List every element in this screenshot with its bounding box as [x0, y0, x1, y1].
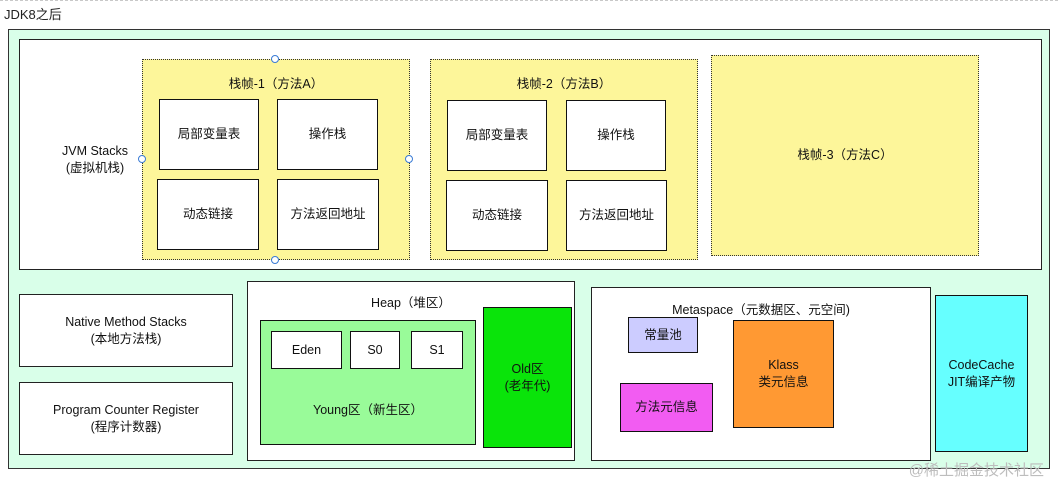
method-metadata: 方法元信息: [620, 383, 713, 432]
constant-pool: 常量池: [628, 317, 698, 353]
survivor-s1: S1: [411, 331, 463, 369]
eden-space: Eden: [271, 331, 342, 369]
selection-handle-top[interactable]: [271, 55, 279, 63]
frame2-local-vars: 局部变量表: [447, 100, 547, 171]
frame1-return-address: 方法返回地址: [277, 179, 379, 250]
old-generation: Old区 (老年代): [483, 307, 572, 448]
codecache: CodeCache JIT编译产物: [935, 295, 1028, 452]
young-label: Young区（新生区）: [313, 403, 423, 417]
top-border: [0, 0, 1058, 1]
survivor-s0: S0: [350, 331, 400, 369]
metaspace-box: Metaspace（元数据区、元空间): [591, 287, 931, 461]
native-method-stacks: Native Method Stacks (本地方法栈): [19, 294, 233, 367]
stack-frame-2-title: 栈帧-2（方法B）: [516, 77, 612, 91]
klass-metadata: Klass 类元信息: [733, 320, 834, 428]
watermark: @稀土掘金技术社区: [908, 462, 1044, 479]
stack-frame-3[interactable]: 栈帧-3（方法C）: [711, 55, 979, 256]
frame2-dynamic-link: 动态链接: [446, 180, 548, 251]
jvm-stacks-label: JVM Stacks (虚拟机栈): [62, 144, 128, 175]
selection-handle-bottom[interactable]: [271, 256, 279, 264]
selection-handle-left[interactable]: [138, 155, 146, 163]
heap-title: Heap（堆区）: [371, 296, 451, 310]
frame2-return-address: 方法返回地址: [566, 180, 667, 251]
diagram-title: JDK8之后: [4, 7, 62, 22]
frame2-operand-stack: 操作栈: [566, 100, 666, 171]
stack-frame-1-title: 栈帧-1（方法A）: [228, 77, 324, 91]
frame1-operand-stack: 操作栈: [277, 99, 378, 170]
program-counter-register: Program Counter Register (程序计数器): [19, 382, 233, 455]
frame1-local-vars: 局部变量表: [159, 99, 259, 170]
metaspace-title: Metaspace（元数据区、元空间): [672, 303, 850, 317]
frame1-dynamic-link: 动态链接: [157, 179, 259, 250]
selection-handle-right[interactable]: [405, 155, 413, 163]
